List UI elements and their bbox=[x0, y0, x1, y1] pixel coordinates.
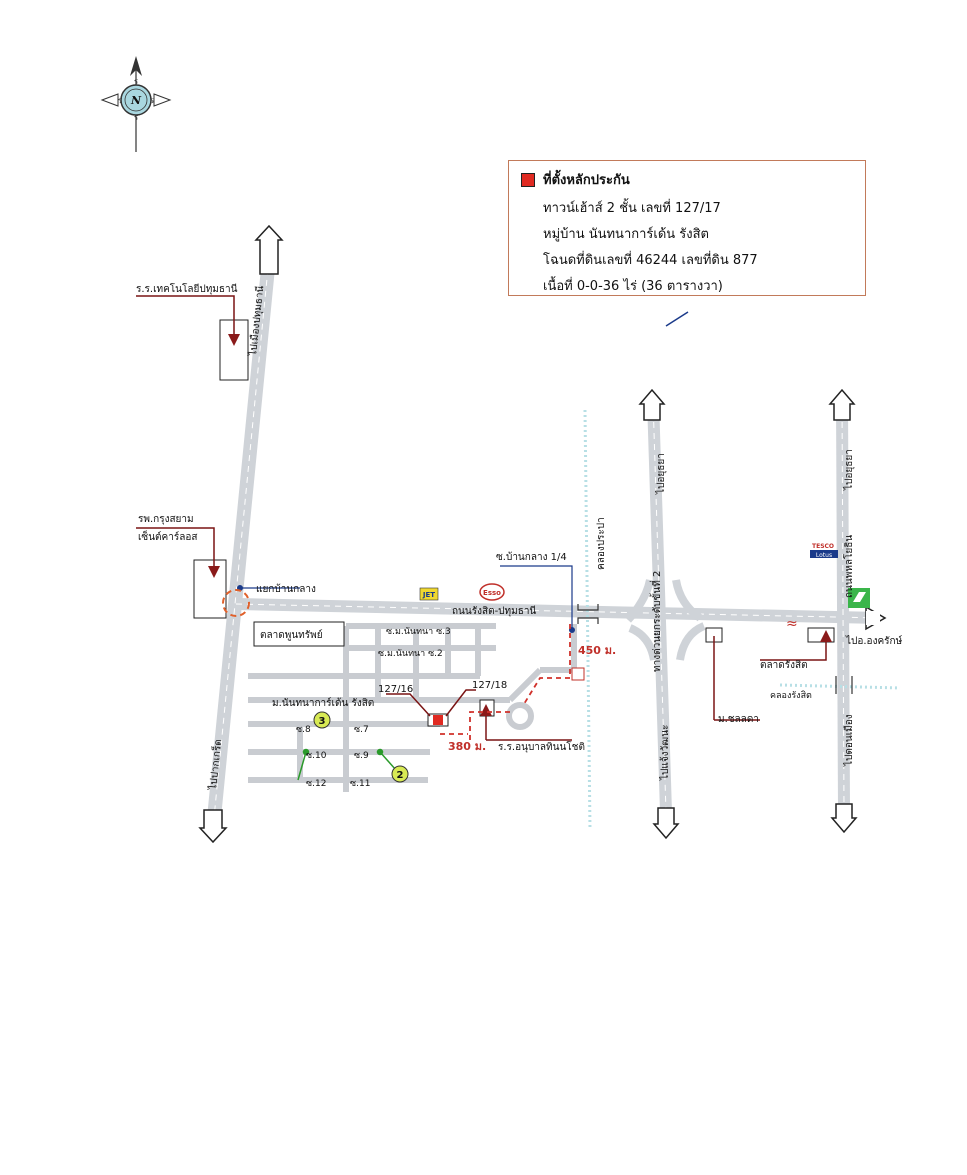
label-highway-kanchana: ทางด่วนยกระดับขั้นที่ 2 bbox=[649, 571, 663, 672]
label-phahonyothin-road: ถนนพหลโยธิน bbox=[842, 535, 855, 598]
legend-box: ที่ตั้งหลักประกัน ทาวน์เฮ้าส์ 2 ชั้น เลข… bbox=[508, 160, 866, 296]
label-school-tech: ร.ร.เทคโนโลยีปทุมธานี bbox=[136, 282, 238, 295]
label-soi-nanthana-2: ซ.ม.นันทนา ซ.2 bbox=[378, 649, 443, 659]
road-rangsit-pathumthani bbox=[235, 598, 887, 631]
label-soi-ban-klang: ซ.บ้านกลาง 1/4 bbox=[496, 551, 567, 563]
label-khlong-rangsit: คลองรังสิต bbox=[770, 690, 812, 701]
gas-station-logo bbox=[848, 588, 870, 608]
label-soi-7: ซ.7 bbox=[354, 725, 369, 735]
road-expressway bbox=[624, 388, 706, 840]
canal-prapa bbox=[583, 409, 592, 831]
svg-text:ร: ร bbox=[118, 96, 123, 105]
label-mo-chollada: ม.ชลลดา bbox=[718, 714, 759, 725]
svg-text:Esso: Esso bbox=[483, 589, 501, 597]
esso-logo: Esso bbox=[479, 583, 505, 601]
label-kindergarten: ร.ร.อนุบาลทินนโชติ bbox=[498, 740, 585, 753]
svg-text:ร: ร bbox=[150, 96, 155, 105]
legend-title: ที่ตั้งหลักประกัน bbox=[543, 173, 630, 188]
svg-text:3: 3 bbox=[319, 716, 326, 727]
label-ban-klang-junction: แยกบ้านกลาง bbox=[256, 583, 316, 595]
label-road-rangsit-pathum: ถนนรังสิต-ปทุมธานี bbox=[452, 605, 536, 617]
bridge-mark: ≈ bbox=[577, 604, 798, 632]
label-house-127-16: 127/16 bbox=[378, 684, 413, 695]
svg-text:2: 2 bbox=[397, 770, 404, 781]
marker-3: 3 bbox=[313, 711, 331, 729]
label-soi-8: ซ.8 bbox=[296, 725, 311, 735]
road-pathum-pakkret bbox=[198, 224, 284, 844]
jet-logo: JET bbox=[419, 587, 439, 601]
canal-rangsit bbox=[779, 676, 901, 694]
label-dist-380: 380 ม. bbox=[448, 740, 486, 753]
legend-line-1: ทาวน์เฮ้าส์ 2 ชั้น เลขที่ 127/17 bbox=[543, 201, 721, 216]
label-to-ayutthaya-2: ไปอยุธยา bbox=[843, 449, 855, 491]
map-labels: ร.ร.เทคโนโลยีปทุมธานี ไปเมืองปทุมธานี รพ… bbox=[136, 282, 903, 791]
label-to-ayutthaya-1: ไปอยุธยา bbox=[655, 453, 667, 495]
tesco-lotus-logo: TESCO Lotus bbox=[810, 543, 838, 559]
route-path bbox=[440, 624, 571, 740]
callout-lines bbox=[136, 295, 832, 741]
marker-2: 2 bbox=[391, 765, 409, 783]
label-village-name: ม.นันทนาการ์เด้น รังสิต bbox=[272, 697, 374, 709]
label-soi-12: ซ.12 bbox=[306, 779, 326, 789]
property-legend-icon bbox=[521, 173, 535, 187]
svg-text:Lotus: Lotus bbox=[816, 552, 832, 559]
label-hospital-2: เซ็นต์คาร์ลอส bbox=[138, 529, 197, 543]
label-hospital-1: รพ.กรุงสยาม bbox=[138, 514, 194, 525]
road-phahonyothin bbox=[828, 388, 858, 834]
compass-icon: N ร ร ร ร bbox=[100, 56, 172, 152]
label-to-don-mueang-2: ไปดอนเมือง bbox=[843, 714, 855, 767]
svg-text:ร: ร bbox=[134, 77, 139, 86]
label-khlong-prapa: คลองประปา bbox=[596, 517, 607, 570]
label-soi-nanthana-3: ซ.ม.นันทนา ซ.3 bbox=[386, 627, 451, 637]
svg-text:N: N bbox=[130, 94, 142, 107]
label-soi-10: ซ.10 bbox=[306, 751, 327, 761]
label-dist-450: 450 ม. bbox=[578, 644, 616, 657]
legend-line-3: โฉนดที่ดินเลขที่ 46244 เลขที่ดิน 877 bbox=[543, 253, 758, 268]
hospital-box bbox=[193, 559, 227, 619]
legend-line-2: หมู่บ้าน นันทนาการ์เด้น รังสิต bbox=[543, 227, 710, 242]
talad-rangsit-box bbox=[807, 627, 835, 643]
svg-text:≈: ≈ bbox=[786, 616, 798, 632]
store-box bbox=[571, 667, 585, 681]
label-soi-9: ซ.9 bbox=[354, 751, 369, 761]
label-talad-rangsit: ตลาดรังสิต bbox=[760, 660, 808, 671]
svg-text:JET: JET bbox=[422, 591, 435, 599]
talad-phoonsap-box bbox=[253, 621, 345, 647]
svg-text:TESCO: TESCO bbox=[812, 543, 834, 550]
property-marker bbox=[427, 713, 449, 727]
roundabout bbox=[506, 702, 534, 730]
label-talad-phoonsap: ตลาดพูนทรัพย์ bbox=[260, 629, 323, 641]
soi-pointers bbox=[297, 748, 397, 781]
label-soi-11: ซ.11 bbox=[350, 779, 370, 789]
label-to-ongkharak: ไปอ.องครักษ์ bbox=[845, 635, 903, 647]
legend-line-4: เนื้อที่ 0-0-36 ไร่ (36 ตารางวา) bbox=[543, 279, 723, 294]
label-to-don-mueang: ไปแจ้งวัฒนะ bbox=[659, 725, 671, 781]
label-house-127-18: 127/18 bbox=[472, 680, 507, 691]
kindergarten-box bbox=[479, 699, 495, 717]
svg-text:ร: ร bbox=[134, 113, 139, 122]
